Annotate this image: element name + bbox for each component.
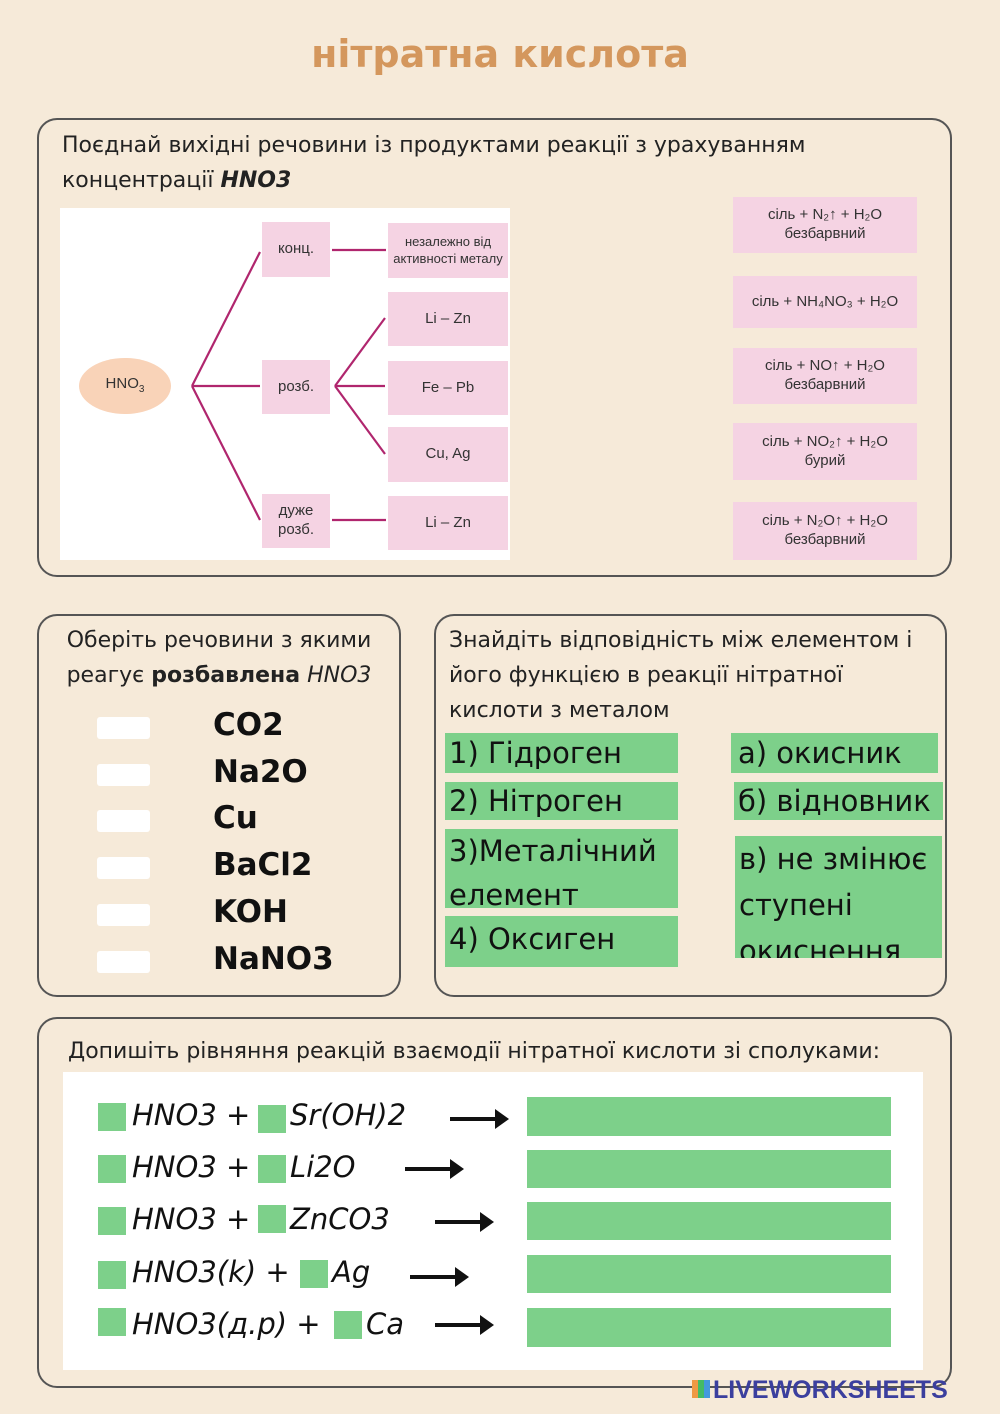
branch-very-dilute: дуже розб.	[262, 494, 330, 548]
task1-card	[37, 118, 952, 577]
branch-dilute: розб.	[262, 360, 330, 414]
leaf-li-zn-2: Li – Zn	[388, 496, 508, 550]
equation-reactant: HNO3 +	[132, 1202, 251, 1236]
coef-input[interactable]	[258, 1105, 286, 1133]
coef-input[interactable]	[98, 1155, 126, 1183]
equation-reactant: ZnCO3	[290, 1202, 390, 1236]
reaction-diagram: HNO3 конц. розб. дуже розб. незалежно ві…	[60, 208, 510, 560]
equation-reactant: Li2O	[290, 1150, 356, 1184]
checkbox-cu[interactable]	[97, 810, 150, 832]
leaf-li-zn: Li – Zn	[388, 292, 508, 346]
match-right-c[interactable]: в) не змінює ступені окиснення	[735, 836, 942, 958]
match-right-a[interactable]: а) окисник	[731, 733, 938, 773]
option-label: KOH	[213, 894, 288, 930]
match-left-2[interactable]: 2) Нітроген	[445, 782, 678, 820]
page-title: нітратна кислота	[311, 32, 689, 76]
task1-em: HNO3	[220, 168, 292, 193]
option-label: BaCl2	[213, 847, 313, 883]
task2-card	[37, 614, 401, 997]
arrow-icon	[405, 1159, 464, 1179]
checkbox-nano3[interactable]	[97, 951, 150, 973]
logo-icon	[692, 1380, 710, 1398]
option-label: NaNO3	[213, 941, 334, 977]
task2-instruction: Оберіть речовини з якими реагує розбавле…	[40, 623, 398, 693]
leaf-fe-pb: Fe – Pb	[388, 361, 508, 415]
product-card[interactable]: сіль + NH₄NO₃ + H₂O	[733, 276, 917, 328]
coef-input[interactable]	[98, 1308, 126, 1336]
coef-input[interactable]	[98, 1207, 126, 1235]
leaf-any-metal: незалежно від активності металу	[388, 223, 508, 278]
option-label: CO2	[213, 707, 284, 743]
coef-input[interactable]	[334, 1311, 362, 1339]
product-input[interactable]	[527, 1097, 891, 1136]
match-left-3[interactable]: 3)Металічний елемент	[445, 829, 678, 912]
coef-input[interactable]	[258, 1205, 286, 1233]
equation-reactant: HNO3 +	[132, 1150, 251, 1184]
match-right-b[interactable]: б) відновник	[734, 782, 943, 820]
product-input[interactable]	[527, 1150, 891, 1188]
match-left-1[interactable]: 1) Гідроген	[445, 733, 678, 773]
equation-reactant: Ag	[332, 1255, 371, 1289]
branch-conc: конц.	[262, 222, 330, 277]
arrow-icon	[435, 1315, 494, 1335]
option-label: Cu	[213, 800, 258, 836]
equation-reactant: HNO3(k) +	[132, 1255, 290, 1289]
checkbox-na2o[interactable]	[97, 764, 150, 786]
coef-input[interactable]	[258, 1155, 286, 1183]
coef-input[interactable]	[98, 1261, 126, 1289]
task4-instruction: Допишіть рівняння реакцій взаємодії нітр…	[68, 1039, 881, 1064]
product-input[interactable]	[527, 1202, 891, 1240]
task1-instruction: Поєднай вихідні речовини із продуктами р…	[62, 128, 902, 198]
coef-input[interactable]	[300, 1260, 328, 1288]
logo-text: LIVEWORKSHEETS	[713, 1376, 948, 1404]
task2-line1: Оберіть речовини з якими	[66, 628, 372, 653]
product-input[interactable]	[527, 1255, 891, 1293]
task1-text: Поєднай вихідні речовини із продуктами р…	[62, 133, 806, 193]
task4-card	[37, 1017, 952, 1388]
checkbox-koh[interactable]	[97, 904, 150, 926]
arrow-icon	[435, 1212, 494, 1232]
match-left-4[interactable]: 4) Оксиген	[445, 916, 678, 967]
equation-reactant: Ca	[366, 1307, 405, 1341]
checkbox-bacl2[interactable]	[97, 857, 150, 879]
arrow-icon	[410, 1267, 469, 1287]
task2-line2: реагує розбавлена HNO3	[66, 663, 372, 688]
equation-reactant: HNO3(д.р) +	[132, 1307, 321, 1341]
equation-reactant: Sr(OH)2	[290, 1098, 407, 1132]
diagram-root: HNO3	[105, 375, 145, 396]
task3-card	[434, 614, 947, 997]
coef-input[interactable]	[98, 1103, 126, 1131]
leaf-cu-ag: Cu, Ag	[388, 427, 508, 482]
option-label: Na2O	[213, 754, 308, 790]
product-input[interactable]	[527, 1308, 891, 1347]
equation-reactant: HNO3 +	[132, 1098, 251, 1132]
arrow-icon	[450, 1109, 509, 1129]
checkbox-co2[interactable]	[97, 717, 150, 739]
liveworksheets-logo: LIVEWORKSHEETS	[692, 1376, 948, 1405]
task3-instruction: Знайдіть відповідність між елементом і й…	[449, 628, 913, 723]
diagram-lines	[79, 248, 386, 522]
